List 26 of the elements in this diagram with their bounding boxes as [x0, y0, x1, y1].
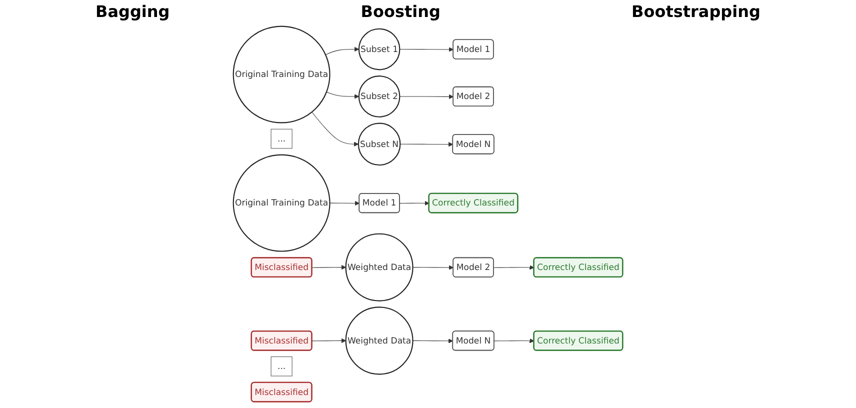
arrow	[494, 338, 534, 344]
arrow	[312, 338, 346, 344]
heading-text: Bootstrapping	[632, 2, 760, 20]
node-box: ...	[270, 128, 292, 149]
node-circle: Subset N	[358, 122, 401, 166]
arrow	[312, 264, 346, 270]
arrow	[399, 200, 430, 206]
node-circle: Subset 2	[358, 76, 400, 118]
arrow	[326, 92, 360, 99]
node-box: ...	[270, 356, 292, 376]
node-circle: Original Training Data	[232, 154, 330, 252]
arrow	[325, 46, 360, 56]
node-circle: Weighted Data	[345, 306, 414, 375]
heading-text: Bagging	[96, 2, 170, 20]
node-circle: Original Training Data	[232, 26, 330, 124]
arrow	[399, 94, 454, 100]
heading-text: Boosting	[360, 2, 440, 20]
arrow	[312, 112, 359, 146]
arrow	[399, 47, 454, 52]
arrow	[412, 265, 454, 270]
node-circle: Subset 1	[358, 28, 400, 70]
arrow	[400, 142, 454, 147]
arrow	[330, 200, 360, 206]
node-circle: Weighted Data	[345, 233, 414, 302]
arrow	[412, 338, 454, 344]
arrow	[493, 265, 534, 270]
